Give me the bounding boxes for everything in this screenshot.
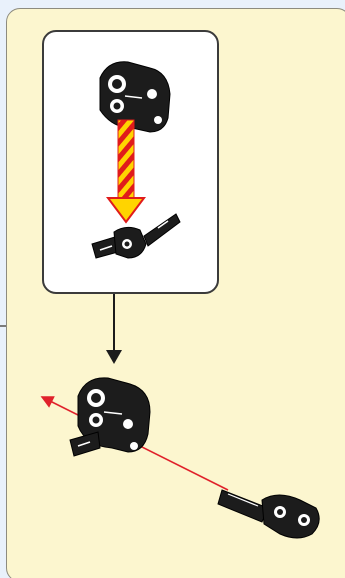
double-connector-icon bbox=[100, 62, 170, 132]
axle-pin-icon bbox=[218, 490, 319, 538]
axle-connector-icon bbox=[92, 214, 180, 258]
down-arrow-icon bbox=[106, 294, 122, 364]
assembled-connector-icon bbox=[70, 378, 150, 456]
insert-arrow-icon bbox=[108, 120, 144, 222]
